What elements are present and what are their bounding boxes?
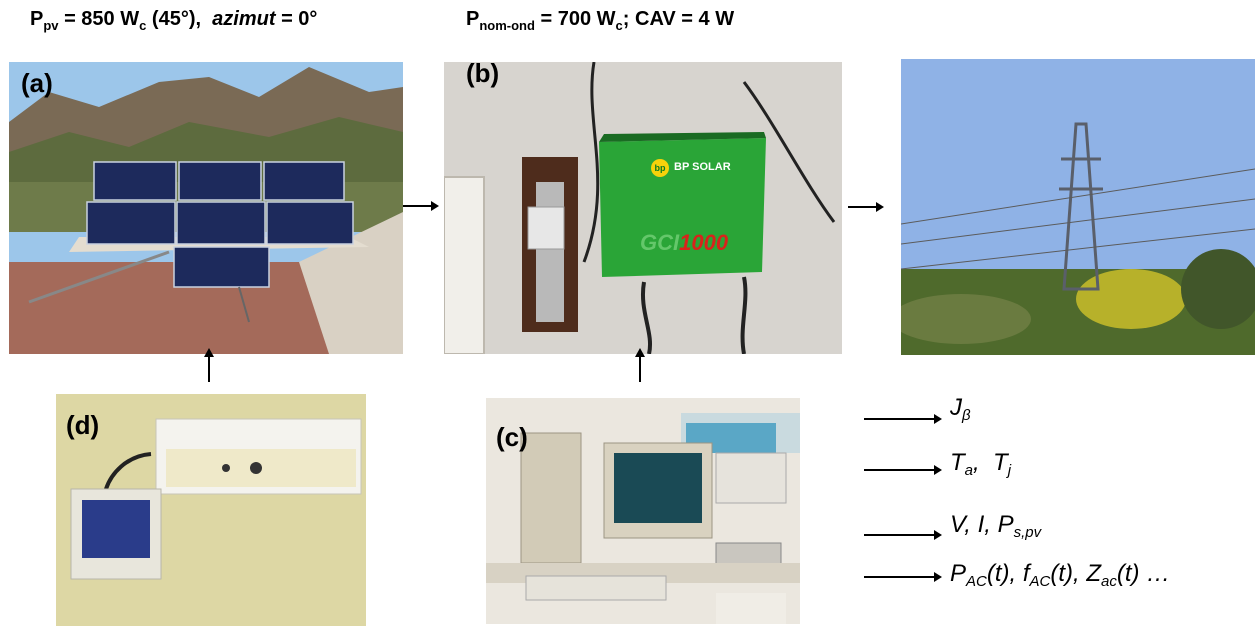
output-temperature: Ta, Tj [950, 449, 1012, 479]
photo-d-label: (d) [66, 410, 100, 440]
photo-a-label: (a) [21, 68, 53, 98]
arrow-electrical [864, 529, 942, 541]
photo-data-logger: (d) [56, 394, 366, 626]
photo-c-label: (c) [496, 422, 528, 452]
arrow-ac-quantities [864, 571, 942, 583]
photo-solar-panels: (a) [9, 62, 403, 354]
arrow-temperature [864, 464, 942, 476]
inverter-brand: BP SOLAR [674, 161, 731, 173]
photo-power-line [901, 59, 1255, 355]
output-irradiance: Jβ [950, 394, 971, 424]
arrow-irradiance [864, 413, 942, 425]
photo-computer: (c) [486, 398, 800, 624]
arrow-d-to-a [203, 348, 215, 382]
output-ac-quantities: PAC(t), fAC(t), Zac(t) … [950, 560, 1171, 590]
photo-inverter: bp BP SOLAR GCI1000 (b) [444, 62, 842, 354]
header-inverter-power: Pnom-ond = 700 Wc; CAV = 4 W [466, 8, 735, 33]
arrow-a-to-b [403, 200, 439, 212]
output-electrical: V, I, Ps,pv [950, 511, 1042, 541]
inverter-model: GCI1000 [640, 230, 729, 255]
arrow-c-to-b [634, 348, 646, 382]
photo-b-label: (b) [466, 62, 500, 88]
header-pv-power: Ppv = 850 Wc (45°), azimut = 0° [30, 8, 318, 33]
bp-logo: bp [651, 159, 669, 177]
arrow-b-to-grid [848, 201, 884, 213]
